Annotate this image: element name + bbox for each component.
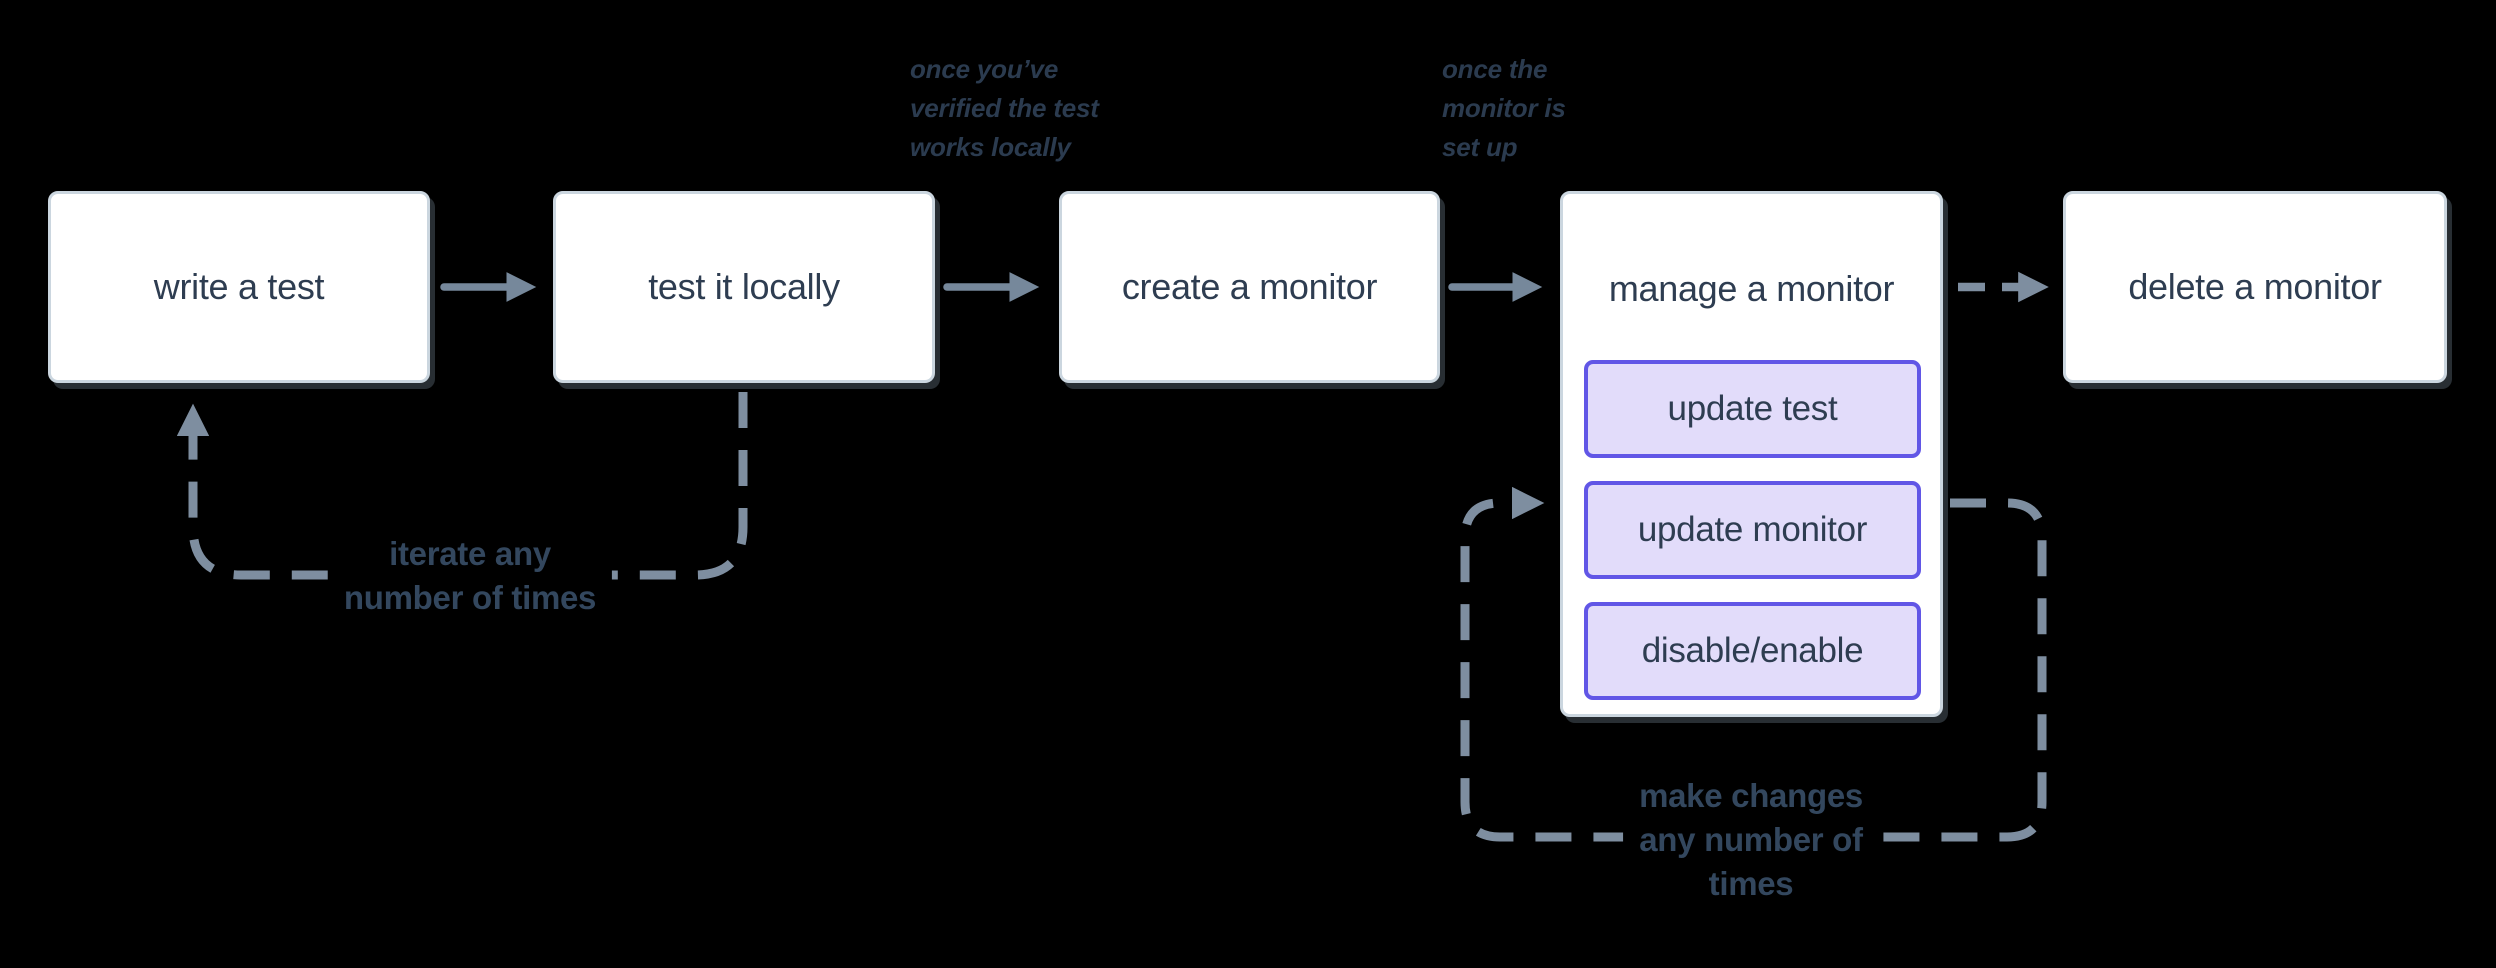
annotation-once-verified-line3: works locally bbox=[910, 132, 1071, 162]
annotation-once-verified-line1: once you’ve bbox=[910, 54, 1059, 84]
node-manage-monitor-label: manage a monitor bbox=[1608, 268, 1895, 309]
node-create-monitor-label: create a monitor bbox=[1121, 266, 1378, 307]
label-changes-loop-line3: times bbox=[1708, 865, 1794, 902]
action-update-test: update test bbox=[1584, 360, 1921, 458]
label-changes-loop: make changes any number of times bbox=[1623, 770, 1879, 910]
annotation-once-verified-line2: verified the test bbox=[910, 93, 1099, 123]
label-iterate-loop-line1: iterate any bbox=[389, 535, 551, 572]
node-manage-monitor: manage a monitor update test update moni… bbox=[1560, 191, 1943, 717]
annotation-once-set-up-line1: once the bbox=[1442, 54, 1548, 84]
action-update-monitor: update monitor bbox=[1584, 481, 1921, 579]
node-write-test: write a test bbox=[48, 191, 430, 383]
action-disable-enable: disable/enable bbox=[1584, 602, 1921, 700]
node-delete-monitor-label: delete a monitor bbox=[2128, 266, 2382, 307]
annotation-once-set-up-line2: monitor is bbox=[1442, 93, 1566, 123]
node-test-locally: test it locally bbox=[553, 191, 935, 383]
node-write-test-label: write a test bbox=[153, 266, 325, 307]
action-update-test-label: update test bbox=[1667, 389, 1838, 428]
annotation-once-verified: once you’ve verified the test works loca… bbox=[910, 50, 1099, 167]
node-create-monitor: create a monitor bbox=[1059, 191, 1440, 383]
loop-changes-dashed bbox=[1460, 486, 2047, 842]
node-delete-monitor: delete a monitor bbox=[2063, 191, 2447, 383]
label-iterate-loop: iterate any number of times bbox=[327, 528, 613, 624]
annotation-once-set-up: once the monitor is set up bbox=[1442, 50, 1566, 167]
action-disable-enable-label: disable/enable bbox=[1641, 631, 1864, 670]
action-update-monitor-label: update monitor bbox=[1637, 510, 1868, 549]
label-changes-loop-line1: make changes bbox=[1639, 777, 1863, 814]
node-test-locally-label: test it locally bbox=[648, 266, 840, 307]
label-changes-loop-line2: any number of bbox=[1639, 821, 1863, 858]
annotation-once-set-up-line3: set up bbox=[1442, 132, 1518, 162]
label-iterate-loop-line2: number of times bbox=[343, 579, 597, 616]
